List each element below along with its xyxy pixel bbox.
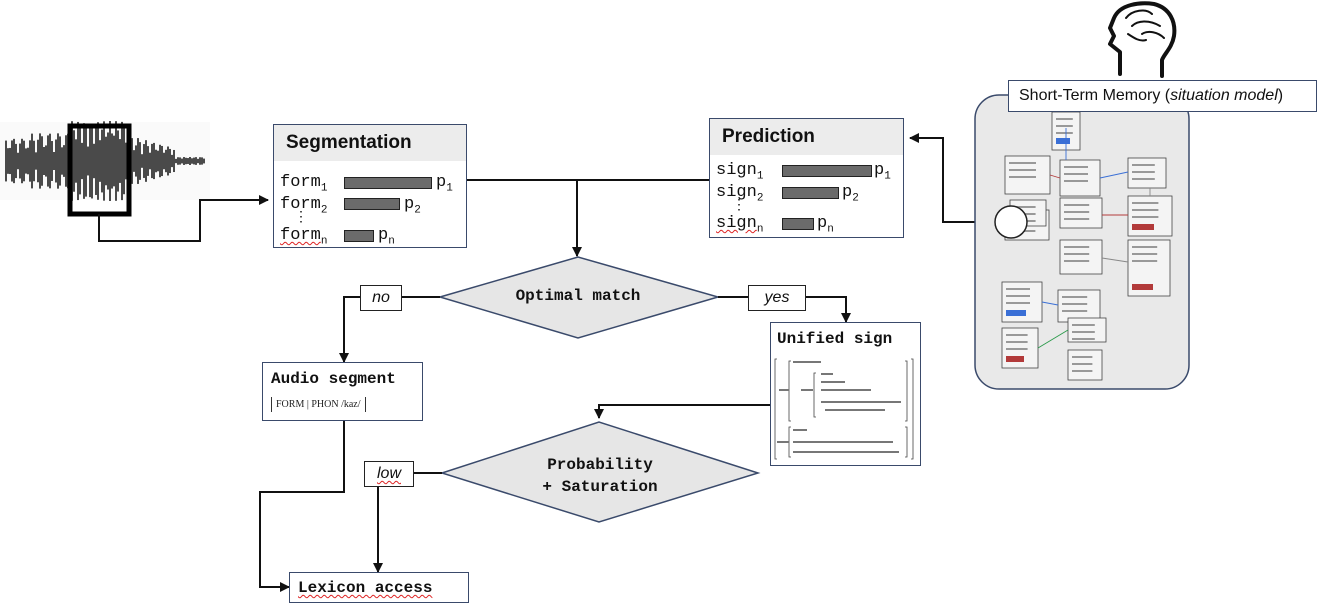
segmentation-title: Segmentation	[274, 125, 466, 161]
audio-segment-box: Audio segment FORM | PHON /kaz/	[262, 362, 423, 421]
arrow-no-branch	[339, 296, 440, 363]
memory-title: Short-Term Memory (	[1019, 87, 1171, 104]
brain-head-icon	[1108, 1, 1177, 78]
pred-sign-1: sign1	[716, 161, 764, 183]
edge-label-low: low	[364, 461, 414, 487]
probability-label: Probability + Saturation	[542, 456, 658, 496]
seg-p-2: p2	[404, 195, 421, 217]
pred-sign-n: signn	[716, 214, 764, 236]
optimal-match-label: Optimal match	[515, 287, 641, 305]
pred-sign-2: sign2	[716, 183, 764, 205]
arrow-low-branch	[373, 472, 442, 573]
arrow-memory-to-prediction	[909, 133, 996, 223]
arrow-audio-to-lexicon	[259, 421, 345, 592]
pred-bar-2	[782, 187, 839, 199]
seg-dots: ⋮	[294, 210, 308, 226]
pred-bar-n	[782, 218, 814, 230]
unified-sign-avm	[774, 358, 914, 460]
seg-bar-1	[344, 177, 432, 189]
lexicon-access-title: Lexicon access	[298, 579, 433, 597]
audio-segment-title: Audio segment	[271, 370, 396, 388]
unified-sign-title: Unified sign	[777, 330, 893, 348]
edge-label-no: no	[360, 285, 402, 311]
edge-label-yes: yes	[748, 285, 806, 311]
memory-title-italic: situation model	[1170, 87, 1278, 104]
seg-p-n: pn	[378, 226, 395, 248]
pred-dots: ⋮	[732, 198, 746, 214]
audio-segment-feature: FORM | PHON /kaz/	[271, 397, 366, 412]
seg-form-1: form1	[280, 173, 328, 195]
seg-form-2: form2	[280, 195, 328, 217]
arrow-unified-to-probability	[594, 404, 772, 419]
segmentation-box: Segmentation form1 p1 form2 p2 ⋮ formn p…	[273, 124, 467, 248]
pred-p-2: p2	[842, 183, 859, 205]
connector-circle-icon	[994, 205, 1028, 239]
pred-bar-1	[782, 165, 872, 177]
pred-p-1: p1	[874, 161, 891, 183]
seg-form-n: formn	[280, 226, 328, 248]
seg-p-1: p1	[436, 173, 453, 195]
memory-title-box: Short-Term Memory (situation model)	[1008, 80, 1317, 112]
waveform-icon	[0, 121, 210, 217]
unified-sign-box: Unified sign	[770, 322, 921, 466]
prediction-box: Prediction sign1 p1 sign2 p2 ⋮ signn pn	[709, 118, 904, 238]
lexicon-access-box: Lexicon access	[289, 572, 469, 603]
probability-diamond	[439, 421, 761, 523]
prediction-title: Prediction	[710, 119, 903, 155]
seg-bar-n	[344, 230, 374, 242]
pred-p-n: pn	[817, 214, 834, 236]
seg-bar-2	[344, 198, 400, 210]
arrow-waveform-to-segmentation	[98, 195, 269, 242]
